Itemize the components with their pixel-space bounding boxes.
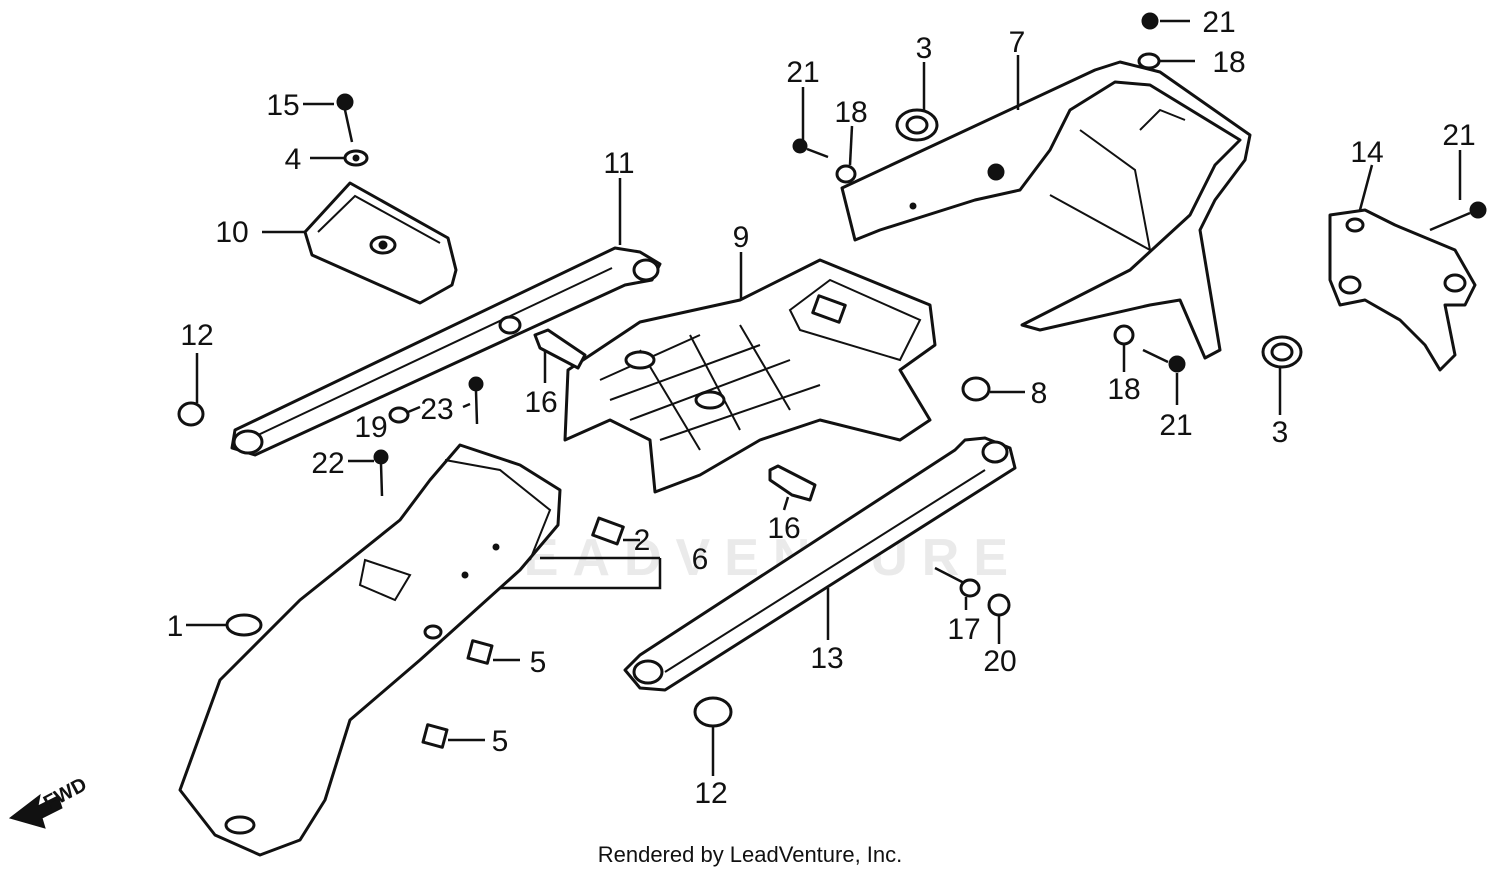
part-3-grommet-right (1261, 335, 1303, 369)
part-21-bolt-a (792, 138, 829, 159)
callout-5-a: 5 (530, 646, 547, 679)
callout-12-bottom: 12 (694, 777, 727, 810)
part-6-rear-fender (178, 443, 562, 857)
part-9-inner-fender (563, 258, 937, 494)
part-7-tail-cowl (840, 60, 1252, 360)
part-21-bolt-c (1429, 201, 1487, 232)
callout-2: 2 (634, 524, 651, 557)
callout-6: 6 (692, 543, 709, 576)
part-2-clip (591, 516, 625, 546)
part-14-bracket (1328, 208, 1477, 372)
callout-14: 14 (1350, 136, 1383, 169)
callout-7: 7 (1009, 26, 1026, 59)
callout-17: 17 (947, 613, 980, 646)
fwd-arrow: FWD (8, 774, 91, 829)
part-8-nut (961, 376, 991, 402)
part-18-washer-c (1113, 324, 1135, 346)
callout-21-c: 21 (1442, 119, 1475, 152)
part-23-bolt (468, 376, 484, 425)
part-5-clip-b (421, 723, 449, 749)
part-5-clip-a (466, 639, 494, 665)
callout-3-right: 3 (1272, 416, 1289, 449)
callout-12-left: 12 (180, 319, 213, 352)
callout-9: 9 (733, 221, 750, 254)
callout-18-b: 18 (1212, 46, 1245, 79)
callout-4: 4 (285, 143, 302, 176)
fwd-label: FWD (40, 774, 91, 815)
part-10-tray (303, 181, 458, 305)
part-16-collar-b (768, 464, 817, 502)
callout-1: 1 (167, 610, 184, 643)
footer-credit: Rendered by LeadVenture, Inc. (597, 842, 903, 867)
callout-21-a: 21 (786, 56, 819, 89)
callout-3-top: 3 (916, 32, 933, 65)
callout-15: 15 (266, 89, 299, 122)
leader-lines (186, 19, 1462, 776)
callout-21-d: 21 (1159, 409, 1192, 442)
part-18-washer-a (835, 164, 857, 184)
callout-18-a: 18 (834, 96, 867, 129)
part-13-arm (623, 436, 1017, 692)
part-21-bolt-b (1141, 12, 1159, 30)
part-16-collar-a (533, 328, 587, 370)
part-12-cap-left (177, 401, 205, 427)
callout-21-b: 21 (1202, 6, 1235, 39)
part-17-screw (934, 566, 981, 598)
callout-23: 23 (420, 393, 453, 426)
part-4-washer (343, 149, 369, 167)
part-18-washer-b (1137, 52, 1161, 70)
callout-19: 19 (354, 411, 387, 444)
callout-13: 13 (810, 642, 843, 675)
callout-8: 8 (1031, 377, 1048, 410)
callout-5-b: 5 (492, 725, 509, 758)
callout-16-a: 16 (524, 386, 557, 419)
part-19-grommet (388, 406, 410, 424)
part-21-bolt-d (1142, 348, 1186, 373)
callout-20: 20 (983, 645, 1016, 678)
callout-11: 11 (603, 147, 634, 180)
part-11-arm (230, 246, 662, 457)
part-20-nut (987, 593, 1011, 617)
part-22-bolt (373, 449, 389, 497)
part-12-cap-bottom (693, 696, 733, 728)
part-1-grommet (225, 613, 263, 637)
part-3-grommet-top (895, 108, 939, 142)
callout-labels: 1 2 3 3 4 5 5 6 7 8 9 10 11 12 12 13 14 … (167, 6, 1476, 810)
callout-22: 22 (311, 447, 344, 480)
callout-10: 10 (215, 216, 248, 249)
callout-18-c: 18 (1107, 373, 1140, 406)
part-15-bolt (336, 93, 354, 143)
callout-16-b: 16 (767, 512, 800, 545)
